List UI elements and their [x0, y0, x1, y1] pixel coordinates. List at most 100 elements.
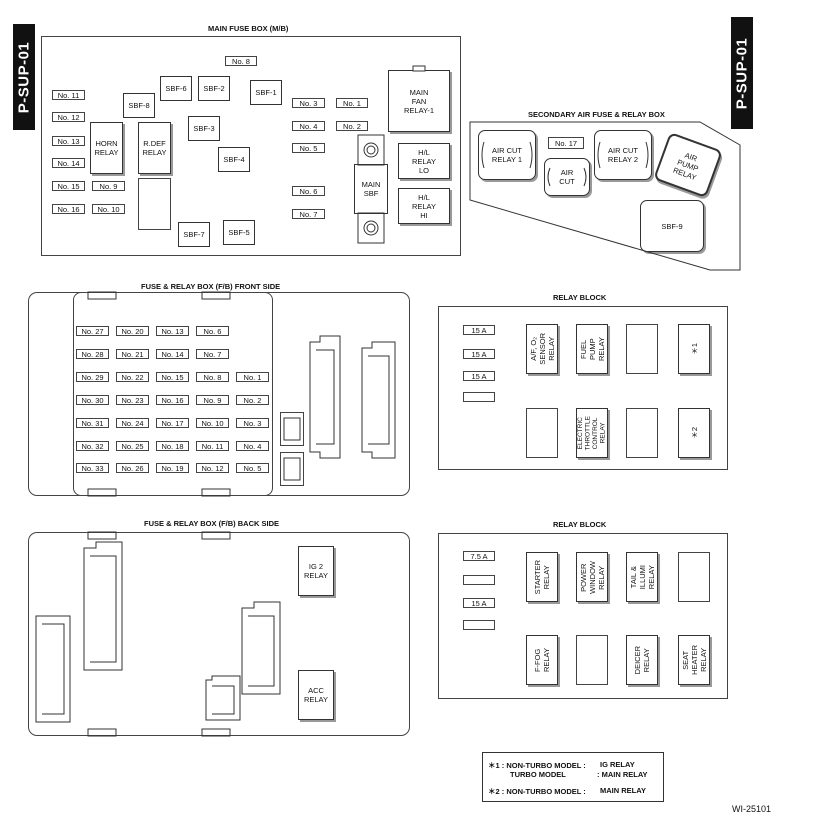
air-pump-relay: AIR PUMP RELAY	[653, 131, 723, 199]
hl-relay-lo: H/L RELAY LO	[398, 143, 450, 179]
fuse-label: No. 2	[336, 121, 368, 131]
fuse-label: No. 32	[76, 441, 109, 451]
f-fog-relay-label: F-FOG RELAY	[533, 647, 551, 673]
fuse-label: No. 27	[76, 326, 109, 336]
af-o2-sensor-relay: A/F, O₂ SENSOR RELAY	[526, 324, 558, 374]
fuse-slot-empty	[463, 392, 495, 402]
note-1b-key: TURBO MODEL	[510, 770, 566, 779]
fuse-label: No. 9	[92, 181, 125, 191]
seat-heater-relay: SEAT HEATER RELAY	[678, 635, 710, 685]
fuse-label: No. 6	[196, 326, 229, 336]
fuse-label: No. 26	[116, 463, 149, 473]
sbf-9: SBF-9	[640, 200, 704, 252]
sbf-8: SBF-8	[123, 93, 155, 118]
fuse-label: No. 31	[76, 418, 109, 428]
electric-throttle-control-relay-label: ELECTRIC THROTTLE CONTROL RELAY	[577, 415, 607, 451]
fuse-label-no8: No. 8	[225, 56, 257, 66]
note-2-key: ＊2 : NON-TURBO MODEL :	[488, 787, 586, 796]
fuse-label: No. 5	[236, 463, 269, 473]
fuse-label: 15 A	[463, 371, 495, 381]
fuse-label: 15 A	[463, 598, 495, 608]
fuse-label: No. 16	[52, 204, 85, 214]
fuse-slot-empty	[463, 620, 495, 630]
fuse-label: No. 20	[116, 326, 149, 336]
fuse-label: No. 30	[76, 395, 109, 405]
note-1-key: ＊1 : NON-TURBO MODEL :	[488, 761, 586, 770]
fuse-label: 15 A	[463, 349, 495, 359]
fb-back-title: FUSE & RELAY BOX (F/B) BACK SIDE	[144, 519, 280, 528]
fuse-label: No. 12	[52, 112, 85, 122]
fuse-label: No. 16	[156, 395, 189, 405]
fuse-label: No. 7	[196, 349, 229, 359]
sbf-1: SBF-1	[250, 80, 282, 105]
fuse-label: No. 5	[292, 143, 325, 153]
fuse-label: No. 22	[116, 372, 149, 382]
fuse-label: No. 33	[76, 463, 109, 473]
air-cut-relay-1: AIR CUT RELAY 1	[478, 130, 536, 180]
fuel-pump-relay: FUEL PUMP RELAY	[576, 324, 608, 374]
relay-slot-empty	[626, 324, 658, 374]
fuel-pump-relay-label: FUEL PUMP RELAY	[578, 336, 606, 362]
left-tag: P-SUP-01	[13, 24, 35, 130]
sbf-4: SBF-4	[218, 147, 250, 172]
fuse-label-no17: No. 17	[548, 137, 584, 149]
sbf-7: SBF-7	[178, 222, 210, 247]
note-1b-value: : MAIN RELAY	[597, 770, 648, 779]
fuse-label: No. 4	[292, 121, 325, 131]
fuse-label: No. 28	[76, 349, 109, 359]
relay-star-2-label: ＊2	[689, 427, 699, 439]
relay-star-2: ＊2	[678, 408, 710, 458]
deicer-relay: DEICER RELAY	[626, 635, 658, 685]
fuse-label: No. 10	[196, 418, 229, 428]
hl-relay-hi: H/L RELAY HI	[398, 188, 450, 224]
main-fan-relay: MAIN FAN RELAY-1	[388, 70, 450, 132]
fuse-label: No. 1	[236, 372, 269, 382]
relay-slot-empty	[138, 178, 171, 230]
relay-block-2-title: RELAY BLOCK	[553, 520, 607, 529]
note-1-value: IG RELAY	[600, 760, 635, 769]
fuse-label: No. 25	[116, 441, 149, 451]
fuse-label: No. 13	[156, 326, 189, 336]
rdef-relay: R.DEF RELAY	[138, 122, 171, 174]
right-tag-text: P-SUP-01	[733, 37, 751, 109]
starter-relay: STARTER RELAY	[526, 552, 558, 602]
main-sbf: MAIN SBF	[354, 164, 388, 214]
fuse-label: No. 29	[76, 372, 109, 382]
fuse-label: No. 4	[236, 441, 269, 451]
relay-block-1-title: RELAY BLOCK	[553, 293, 607, 302]
relay-slot-empty	[678, 552, 710, 602]
left-tag-text: P-SUP-01	[15, 41, 33, 113]
af-o2-sensor-relay-label: A/F, O₂ SENSOR RELAY	[528, 333, 556, 365]
fuse-slot-empty	[463, 575, 495, 585]
relay-slot-empty	[526, 408, 558, 458]
main-fuse-box-title: MAIN FUSE BOX (M/B)	[208, 24, 289, 33]
relay-star-1: ＊1	[678, 324, 710, 374]
connector-small	[280, 452, 304, 486]
ig2-relay: IG 2 RELAY	[298, 546, 334, 596]
fb-back-panel	[28, 532, 410, 736]
relay-slot-empty	[626, 408, 658, 458]
right-tag: P-SUP-01	[731, 17, 753, 129]
fuse-label: No. 24	[116, 418, 149, 428]
fuse-label: No. 21	[116, 349, 149, 359]
horn-relay: HORN RELAY	[90, 122, 123, 174]
fuse-label: No. 13	[52, 136, 85, 146]
air-cut-fuse: AIR CUT	[544, 158, 590, 196]
fuse-label: No. 15	[156, 372, 189, 382]
fuse-label: No. 12	[196, 463, 229, 473]
figure-id: WI-25101	[732, 804, 772, 814]
fuse-label: No. 17	[156, 418, 189, 428]
fuse-label: No. 1	[336, 98, 368, 108]
fuse-label: 15 A	[463, 325, 495, 335]
sbf-5: SBF-5	[223, 220, 255, 245]
fuse-label: No. 9	[196, 395, 229, 405]
f-fog-relay: F-FOG RELAY	[526, 635, 558, 685]
acc-relay: ACC RELAY	[298, 670, 334, 720]
fuse-label: No. 15	[52, 181, 85, 191]
fb-front-title: FUSE & RELAY BOX (F/B) FRONT SIDE	[141, 282, 281, 291]
air-cut-relay-2: AIR CUT RELAY 2	[594, 130, 652, 180]
note-2-value: MAIN RELAY	[600, 786, 646, 795]
tail-illumi-relay-label: TAIL & ILLUMI RELAY	[628, 564, 656, 590]
starter-relay-label: STARTER RELAY	[533, 559, 551, 595]
